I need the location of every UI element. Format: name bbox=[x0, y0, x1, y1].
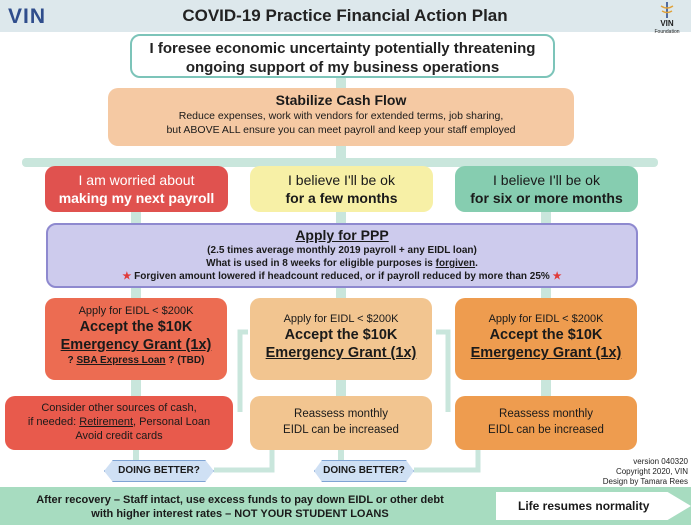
apply-ppp-box: Apply for PPP (2.5 times average monthly… bbox=[46, 223, 638, 288]
stabilize-line-2: but ABOVE ALL ensure you can meet payrol… bbox=[166, 124, 516, 136]
scenario-b-line-2: for a few months bbox=[285, 190, 398, 206]
scenario-c-line-2: for six or more months bbox=[470, 190, 623, 206]
uncertainty-statement-box: I foresee economic uncertainty potential… bbox=[130, 34, 555, 78]
eidl-accept-label: Accept the $10K bbox=[489, 327, 603, 343]
stabilize-line-1: Reduce expenses, work with vendors for e… bbox=[178, 110, 504, 122]
consider-other-sources-box: Consider other sources of cash, if neede… bbox=[5, 396, 233, 450]
scenario-c-line-1: I believe I'll be ok bbox=[493, 172, 600, 188]
eidl-accept-label: Accept the $10K bbox=[284, 327, 398, 343]
star-icon: ★ bbox=[552, 271, 562, 282]
reassess-line-2: EIDL can be increased bbox=[283, 424, 399, 436]
reassess-line-2: EIDL can be increased bbox=[488, 424, 604, 436]
scenario-b-line-1: I believe I'll be ok bbox=[288, 172, 395, 188]
scenario-worried-payroll: I am worried about making my next payrol… bbox=[45, 166, 228, 212]
uncertainty-line-2: ongoing support of my business operation… bbox=[185, 59, 500, 76]
sba-post: ? (TBD) bbox=[165, 355, 205, 366]
life-resumes-arrow: Life resumes normality bbox=[496, 492, 691, 520]
ppp-line-3-text: Forgiven amount lowered if headcount red… bbox=[134, 271, 550, 282]
scenario-few-months: I believe I'll be ok for a few months bbox=[250, 166, 433, 212]
reassess-box-few-months: Reassess monthly EIDL can be increased bbox=[250, 396, 432, 450]
eidl-apply-label: Apply for EIDL < $200K bbox=[488, 313, 604, 325]
ppp-line-2-text: What is used in 8 weeks for eligible pur… bbox=[206, 258, 436, 269]
designer-line: Design by Tamara Rees bbox=[602, 477, 688, 486]
eidl-box-few-months: Apply for EIDL < $200K Accept the $10K E… bbox=[250, 298, 432, 380]
doing-better-decision-2: DOING BETTER? bbox=[314, 460, 414, 482]
eidl-box-six-months: Apply for EIDL < $200K Accept the $10K E… bbox=[455, 298, 637, 380]
footer-line-2: with higher interest rates – NOT YOUR ST… bbox=[91, 508, 389, 520]
retirement-link: Retirement bbox=[79, 416, 134, 428]
reassess-line-1: Reassess monthly bbox=[499, 408, 593, 420]
eidl-grant-label: Emergency Grant (1x) bbox=[265, 345, 417, 361]
caduceus-icon bbox=[660, 2, 674, 18]
eidl-box-payroll: Apply for EIDL < $200K Accept the $10K E… bbox=[45, 298, 227, 380]
uncertainty-line-1: I foresee economic uncertainty potential… bbox=[149, 40, 536, 57]
consider-line-2-post: , Personal Loan bbox=[133, 416, 211, 428]
ppp-line-2-end: . bbox=[475, 258, 478, 269]
ppp-line-2: What is used in 8 weeks for eligible pur… bbox=[48, 257, 636, 270]
ppp-line-3: ★ Forgiven amount lowered if headcount r… bbox=[48, 270, 636, 284]
consider-line-2: if needed: Retirement, Personal Loan bbox=[5, 415, 233, 429]
scenario-a-line-2: making my next payroll bbox=[58, 190, 215, 206]
copyright-line: Copyright 2020, VIN bbox=[615, 467, 688, 476]
footer-line-1: After recovery – Staff intact, use exces… bbox=[36, 494, 444, 506]
consider-line-1: Consider other sources of cash, bbox=[41, 402, 197, 414]
foundation-label: Foundation bbox=[654, 29, 680, 35]
header-bar bbox=[0, 0, 691, 32]
ppp-title: Apply for PPP bbox=[295, 227, 389, 243]
eidl-grant-label: Emergency Grant (1x) bbox=[470, 345, 622, 361]
eidl-apply-label: Apply for EIDL < $200K bbox=[78, 305, 194, 317]
reassess-box-six-months: Reassess monthly EIDL can be increased bbox=[455, 396, 637, 450]
page-title: COVID-19 Practice Financial Action Plan bbox=[182, 6, 508, 25]
sba-link: SBA Express Loan bbox=[76, 355, 166, 366]
doing-better-decision-1: DOING BETTER? bbox=[104, 460, 214, 482]
eidl-grant-label: Emergency Grant (1x) bbox=[60, 337, 212, 353]
ppp-line-1: (2.5 times average monthly 2019 payroll … bbox=[207, 245, 477, 256]
stabilize-title: Stabilize Cash Flow bbox=[275, 92, 407, 108]
consider-line-2-pre: if needed: bbox=[27, 416, 80, 428]
ppp-forgiven: forgiven bbox=[435, 258, 476, 269]
foundation-name: VIN bbox=[660, 19, 674, 28]
consider-line-3: Avoid credit cards bbox=[75, 430, 163, 442]
eidl-accept-label: Accept the $10K bbox=[79, 319, 193, 335]
version-info: version 040320 Copyright 2020, VIN Desig… bbox=[576, 457, 688, 487]
eidl-apply-label: Apply for EIDL < $200K bbox=[283, 313, 399, 325]
sba-pre: ? bbox=[67, 355, 77, 366]
version-line: version 040320 bbox=[633, 457, 688, 466]
sba-express-loan: ? SBA Express Loan ? (TBD) bbox=[45, 354, 227, 368]
stabilize-cash-flow-box: Stabilize Cash Flow Reduce expenses, wor… bbox=[108, 88, 574, 146]
scenario-a-line-1: I am worried about bbox=[78, 172, 195, 188]
star-icon: ★ bbox=[122, 271, 132, 282]
scenario-six-months: I believe I'll be ok for six or more mon… bbox=[455, 166, 638, 212]
reassess-line-1: Reassess monthly bbox=[294, 408, 388, 420]
vin-foundation-logo: VIN Foundation bbox=[645, 2, 689, 36]
vin-logo: VIN bbox=[8, 5, 47, 28]
